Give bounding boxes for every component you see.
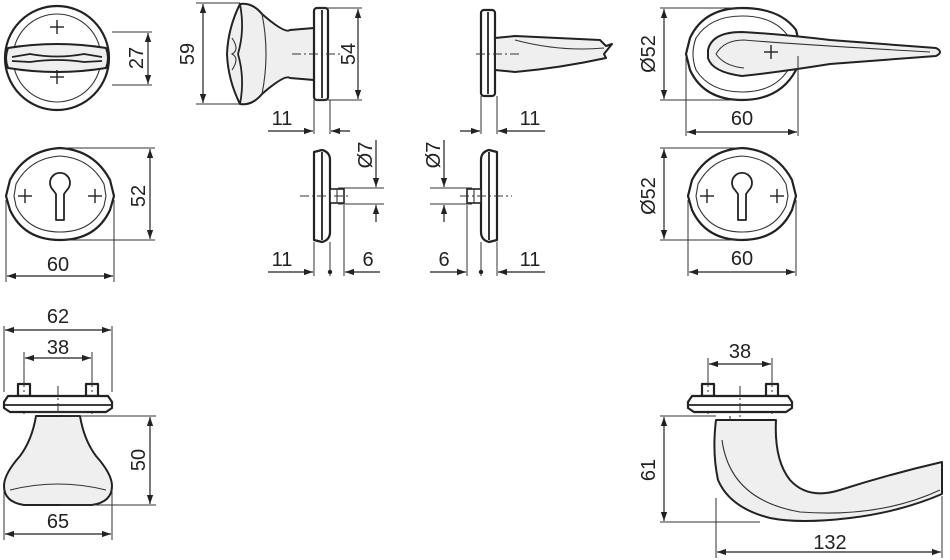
dim-61: 61 <box>638 459 660 481</box>
dim-27: 27 <box>126 47 148 69</box>
dim-6-a: 6 <box>362 249 373 271</box>
dim-11-b: 11 <box>520 108 541 130</box>
dim-6-b: 6 <box>438 249 449 271</box>
thumbturn-side-view: 11 <box>460 8 613 135</box>
dim-59: 59 <box>177 43 199 65</box>
round-rose-turn-view: 27 <box>3 4 152 112</box>
dim-dia52-b: Ø52 <box>638 177 660 215</box>
dim-65: 65 <box>47 511 69 533</box>
dim-60-c: 60 <box>731 248 753 270</box>
dim-50: 50 <box>128 449 150 471</box>
escutcheon-front-view-right: Ø52 60 <box>638 146 798 276</box>
dim-11-d: 11 <box>520 249 541 271</box>
escutcheon-front-view-left: 52 60 <box>4 146 155 282</box>
lever-side-view: 38 61 132 <box>638 341 943 558</box>
dim-132: 132 <box>813 532 846 554</box>
escutcheon-side-view-left: Ø7 11 6 <box>268 140 384 276</box>
dim-11-c: 11 <box>272 249 293 271</box>
dim-dia52-a: Ø52 <box>638 35 660 73</box>
dim-dia7-a: Ø7 <box>355 142 377 169</box>
dim-54: 54 <box>338 43 360 65</box>
knob-front-view: 62 38 50 65 <box>2 306 156 540</box>
dim-38-b: 38 <box>729 341 751 363</box>
dim-38-a: 38 <box>47 337 69 359</box>
lever-rose-top-view: Ø52 60 <box>638 6 941 136</box>
escutcheon-side-view-right: Ø7 6 11 <box>423 140 545 276</box>
dim-60-b: 60 <box>47 254 69 276</box>
dim-11-a: 11 <box>272 108 293 130</box>
dim-52: 52 <box>128 185 150 207</box>
dim-60-a: 60 <box>731 108 753 130</box>
dim-62: 62 <box>47 306 69 328</box>
knob-side-view: 59 54 11 <box>177 2 362 135</box>
dim-dia7-b: Ø7 <box>423 142 445 169</box>
